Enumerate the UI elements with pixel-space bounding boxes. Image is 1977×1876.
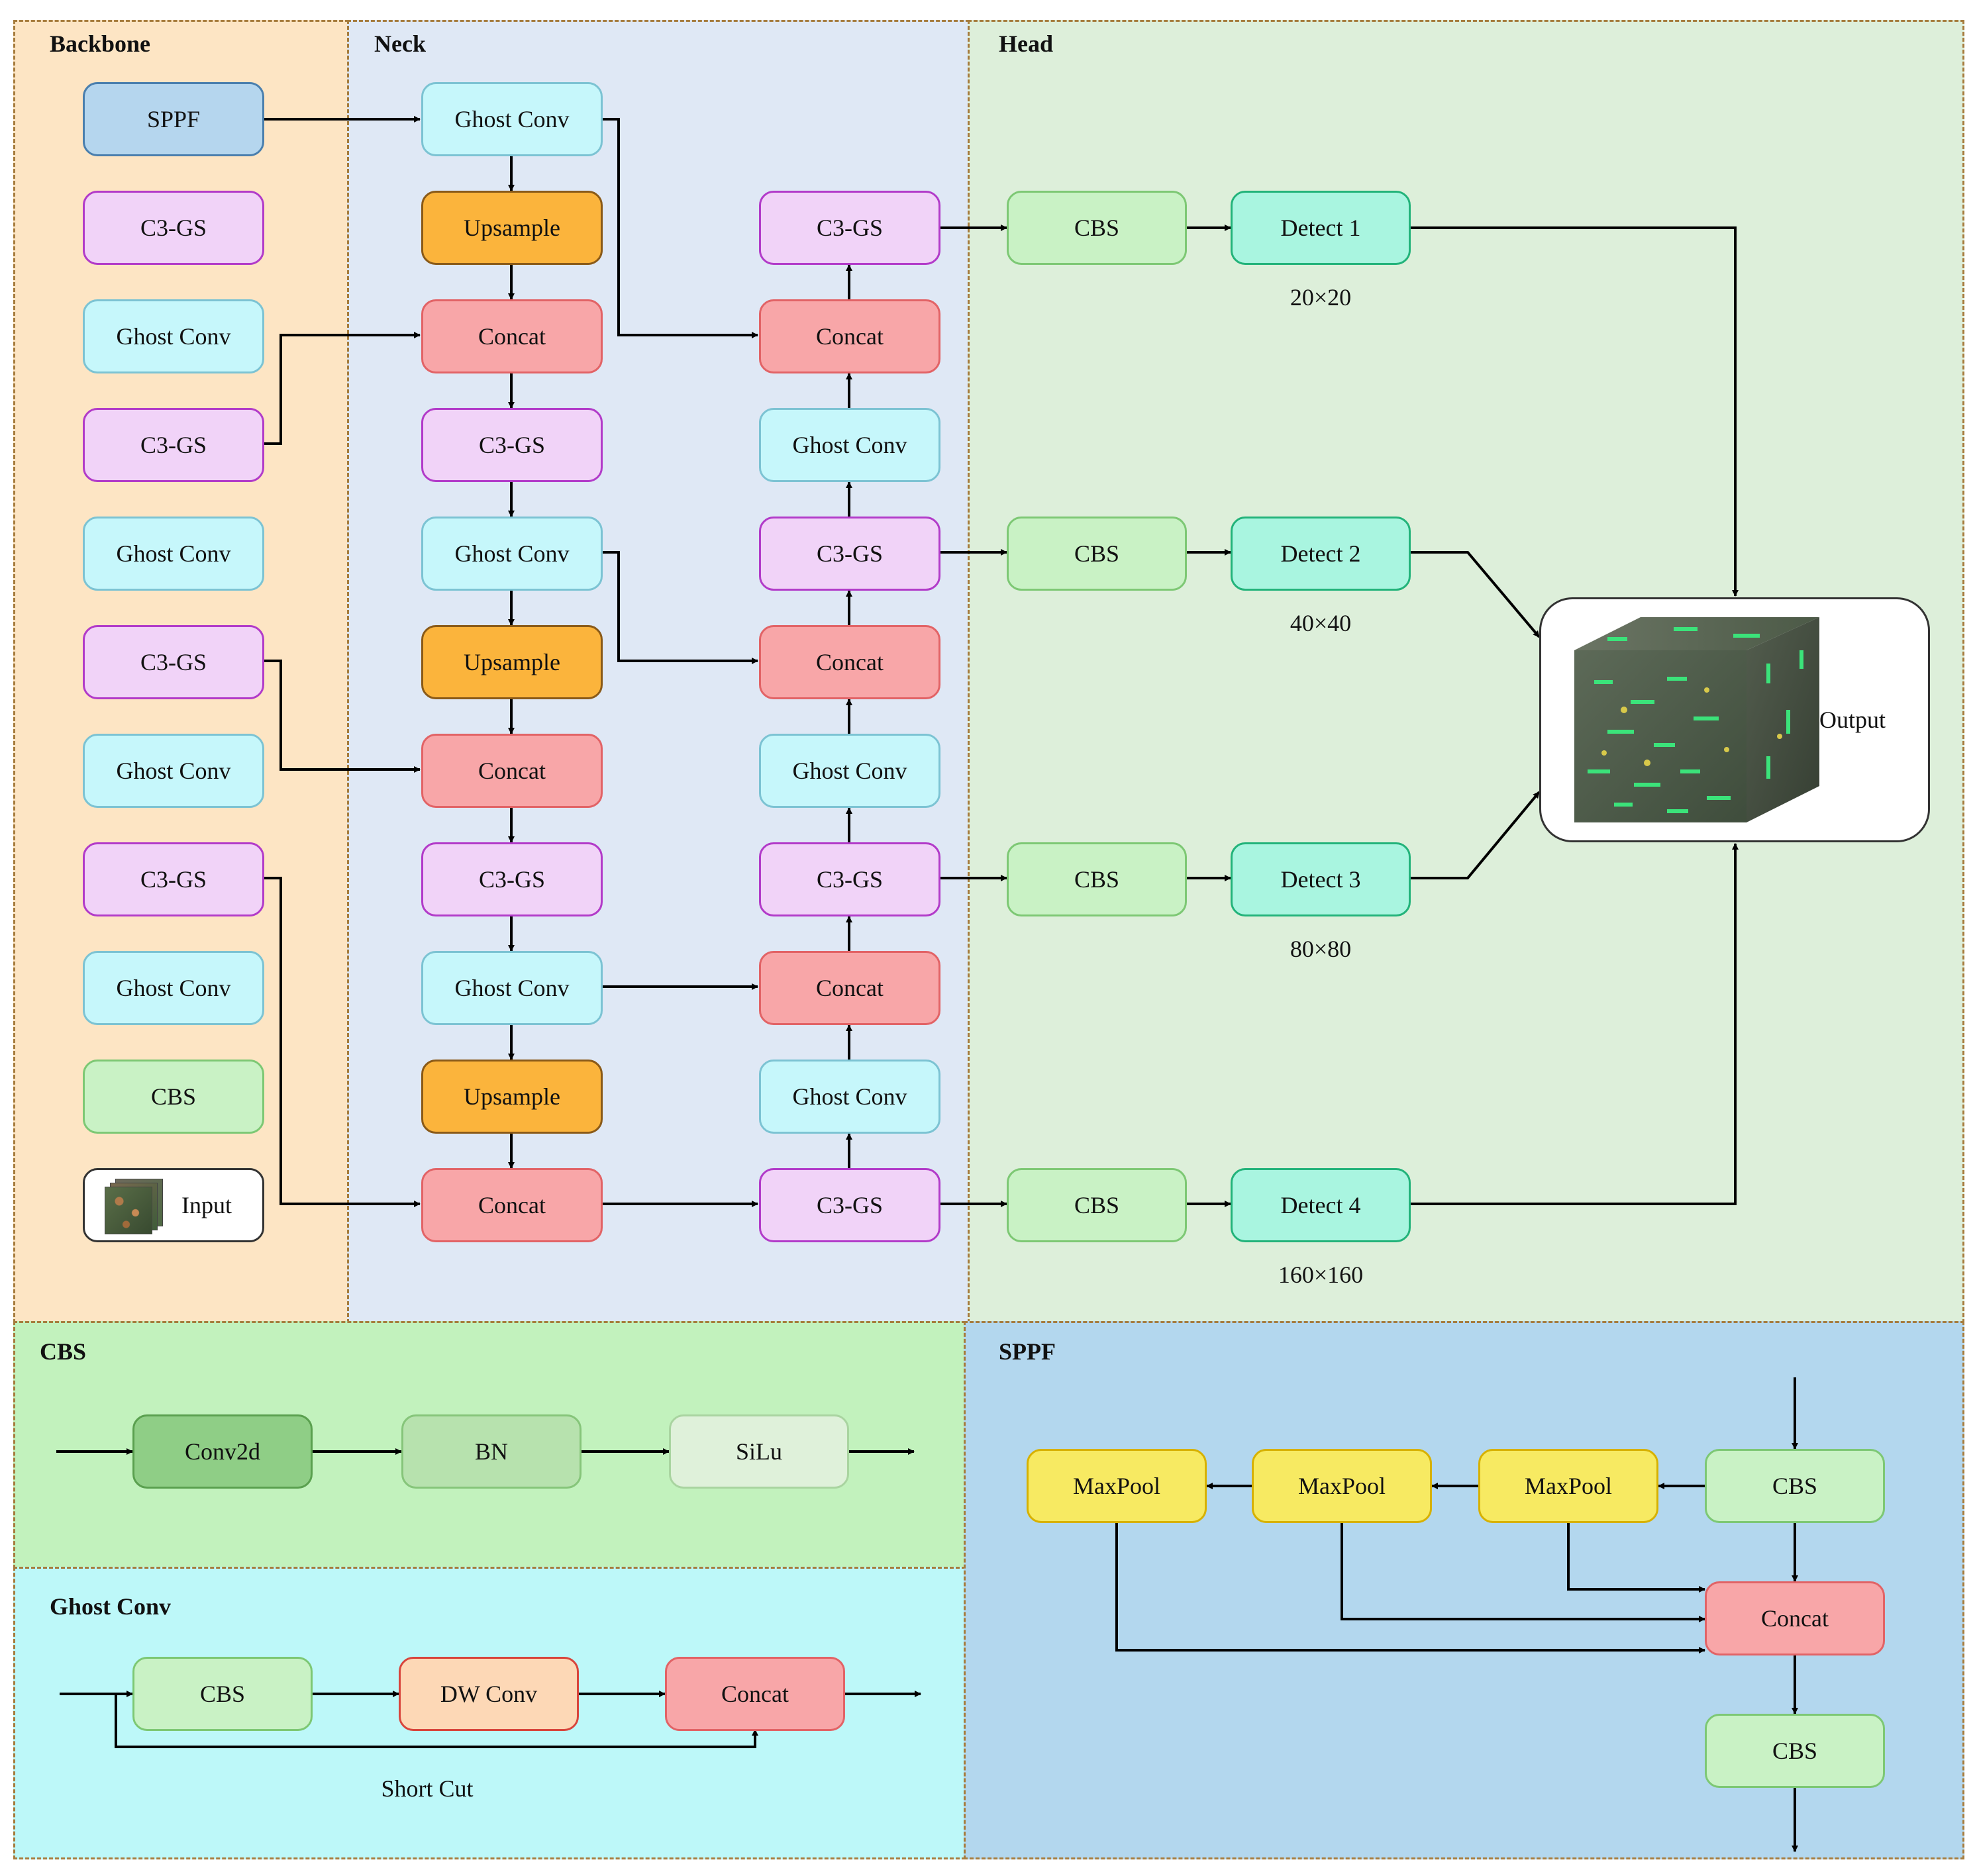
head-cbs-4: CBS: [1007, 1168, 1187, 1242]
backbone-c3gs-3: C3-GS: [83, 408, 264, 482]
neck-upsample-2: Upsample: [421, 625, 603, 699]
head-detect-1: Detect 1: [1231, 191, 1411, 265]
backbone-c3gs-2: C3-GS: [83, 625, 264, 699]
ghost-cbs: CBS: [132, 1657, 313, 1731]
neck2-c3gs-3: C3-GS: [759, 842, 940, 916]
ghost-conv-module-title: Ghost Conv: [50, 1593, 172, 1620]
neck2-concat-1: Concat: [759, 299, 940, 373]
backbone-sppf: SPPF: [83, 82, 264, 156]
cbs-conv2d: Conv2d: [132, 1414, 313, 1489]
neck-ghost-conv-3: Ghost Conv: [421, 951, 603, 1025]
output-box: Output: [1539, 597, 1930, 842]
neck-c3gs-1: C3-GS: [421, 408, 603, 482]
sppf-module-title: SPPF: [999, 1338, 1056, 1365]
cbs-silu: SiLu: [669, 1414, 849, 1489]
backbone-ghost-conv-2: Ghost Conv: [83, 734, 264, 808]
sppf-maxpool-2: MaxPool: [1252, 1449, 1432, 1523]
sppf-maxpool-3: MaxPool: [1478, 1449, 1658, 1523]
head-cbs-1: CBS: [1007, 191, 1187, 265]
neck2-c3gs-4: C3-GS: [759, 1168, 940, 1242]
neck-upsample-3: Upsample: [421, 1060, 603, 1134]
head-title: Head: [999, 30, 1054, 57]
ghost-concat: Concat: [665, 1657, 845, 1731]
backbone-c3gs-4: C3-GS: [83, 191, 264, 265]
neck2-c3gs-1: C3-GS: [759, 191, 940, 265]
head-cbs-3: CBS: [1007, 842, 1187, 916]
neck-ghost-conv-1: Ghost Conv: [421, 82, 603, 156]
detect-4-size: 160×160: [1278, 1261, 1364, 1288]
backbone-title: Backbone: [50, 30, 151, 57]
neck-concat-3: Concat: [421, 1168, 603, 1242]
detect-1-size: 20×20: [1290, 284, 1352, 311]
neck-upsample-1: Upsample: [421, 191, 603, 265]
head-detect-3: Detect 3: [1231, 842, 1411, 916]
sppf-cbs-out: CBS: [1705, 1714, 1885, 1788]
sppf-maxpool-1: MaxPool: [1027, 1449, 1207, 1523]
neck2-concat-2: Concat: [759, 625, 940, 699]
backbone-ghost-conv-4: Ghost Conv: [83, 299, 264, 373]
backbone-c3gs-1: C3-GS: [83, 842, 264, 916]
backbone-cbs: CBS: [83, 1060, 264, 1134]
neck-ghost-conv-2: Ghost Conv: [421, 517, 603, 591]
output-cube-image: [1574, 617, 1819, 822]
detect-3-size: 80×80: [1290, 936, 1352, 962]
neck-concat-1: Concat: [421, 299, 603, 373]
cbs-bn: BN: [401, 1414, 582, 1489]
head-cbs-2: CBS: [1007, 517, 1187, 591]
shortcut-label: Short Cut: [381, 1775, 474, 1802]
head-detect-4: Detect 4: [1231, 1168, 1411, 1242]
head-detect-2: Detect 2: [1231, 517, 1411, 591]
sppf-concat: Concat: [1705, 1581, 1885, 1655]
neck-concat-2: Concat: [421, 734, 603, 808]
neck2-ghost-conv-2: Ghost Conv: [759, 734, 940, 808]
neck2-ghost-conv-3: Ghost Conv: [759, 1060, 940, 1134]
neck2-c3gs-2: C3-GS: [759, 517, 940, 591]
detect-2-size: 40×40: [1290, 610, 1352, 636]
input-image-thumbnail: [102, 1179, 168, 1234]
sppf-cbs-in: CBS: [1705, 1449, 1885, 1523]
backbone-ghost-conv-1: Ghost Conv: [83, 951, 264, 1025]
backbone-input: Input: [83, 1168, 264, 1242]
neck2-concat-3: Concat: [759, 951, 940, 1025]
neck2-ghost-conv-1: Ghost Conv: [759, 408, 940, 482]
cbs-module-title: CBS: [40, 1338, 87, 1365]
output-label: Output: [1819, 707, 1886, 733]
input-label: Input: [181, 1192, 232, 1218]
neck-title: Neck: [374, 30, 426, 57]
backbone-ghost-conv-3: Ghost Conv: [83, 517, 264, 591]
neck-c3gs-2: C3-GS: [421, 842, 603, 916]
ghost-dw-conv: DW Conv: [399, 1657, 579, 1731]
